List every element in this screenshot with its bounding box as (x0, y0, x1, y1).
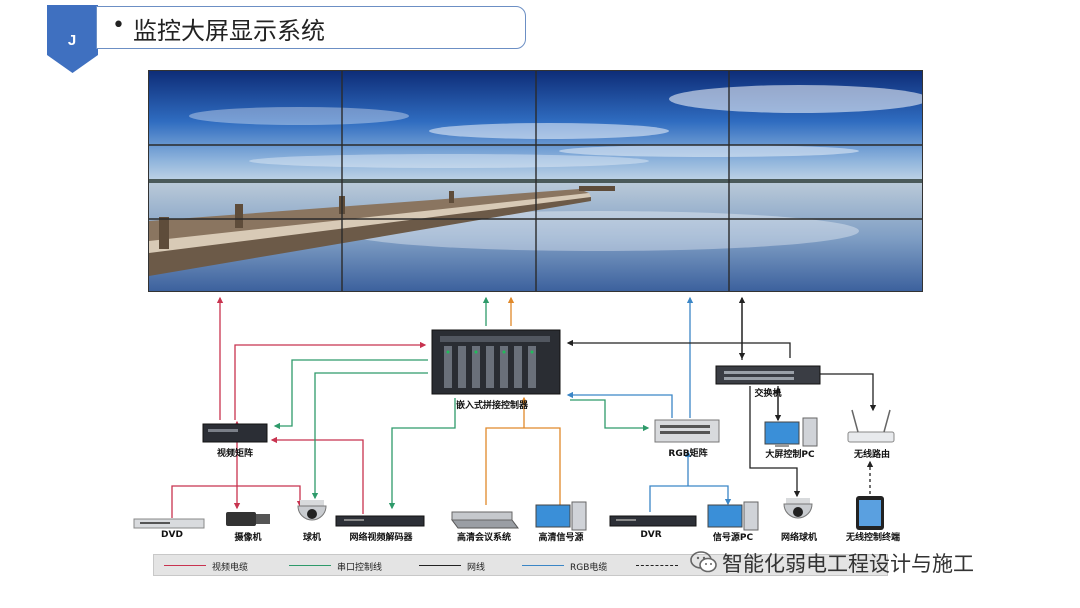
router-label: 无线路由 (853, 450, 891, 460)
router-icon (847, 409, 895, 443)
legend-label: 视频电缆 (212, 563, 249, 573)
conference-icon (451, 511, 519, 529)
network-dome-icon (783, 498, 813, 519)
switch-label: 交换机 (754, 389, 782, 399)
screen-pc-icon (764, 417, 818, 447)
legend-swatch (164, 565, 206, 566)
switch-icon (715, 365, 821, 385)
legend-swatch (522, 565, 564, 566)
source-pc-icon (707, 501, 759, 531)
legend-swatch (419, 565, 461, 566)
legend-label: RGB电缆 (570, 563, 608, 573)
video-cables (171, 296, 427, 518)
dvr-icon (609, 515, 697, 527)
network-cables (566, 296, 877, 498)
video-matrix-icon (202, 423, 268, 443)
camera-icon (226, 512, 270, 526)
dvd-label: DVD (161, 530, 183, 540)
conference-label: 高清会议系统 (456, 533, 512, 543)
hd-cables (485, 296, 561, 505)
section-badge (47, 5, 98, 73)
decoder-label: 网络视频解码器 (349, 533, 413, 543)
decoder-icon (335, 515, 425, 527)
title-bullet: • (112, 13, 125, 38)
wireless-terminal-label: 无线控制终端 (845, 533, 901, 543)
hd-source-label: 高清信号源 (538, 533, 584, 543)
legend-swatch (636, 565, 678, 566)
watermark-text: 智能化弱电工程设计与施工 (722, 552, 974, 576)
rgb-matrix-label: RGB矩阵 (668, 449, 708, 459)
section-letter: J (67, 32, 77, 49)
page-title: 监控大屏显示系统 (133, 17, 325, 45)
rgb-cables (566, 296, 732, 512)
screen-pc-label: 大屏控制PC (765, 450, 815, 460)
controller-icon (431, 329, 561, 395)
tablet-icon (856, 496, 884, 530)
controller-label: 嵌入式拼接控制器 (455, 401, 529, 411)
title-box (96, 6, 526, 49)
dvd-icon (133, 518, 205, 529)
legend-swatch (289, 565, 331, 566)
wechat-icon (690, 551, 717, 573)
net-dome-label: 网络球机 (780, 533, 818, 543)
hd-source-icon (535, 501, 587, 531)
video-matrix-label: 视频矩阵 (216, 449, 254, 459)
rgb-matrix-icon (654, 419, 720, 443)
camera-label: 摄像机 (234, 533, 262, 543)
dome-label: 球机 (302, 533, 322, 543)
video-wall-image (148, 70, 923, 292)
source-pc-label: 信号源PC (712, 533, 754, 543)
legend-label: 网线 (467, 563, 486, 573)
serial-cables (273, 296, 650, 510)
dome-camera-icon (297, 500, 327, 521)
legend-label: 串口控制线 (337, 563, 383, 573)
dvr-label: DVR (640, 530, 662, 540)
